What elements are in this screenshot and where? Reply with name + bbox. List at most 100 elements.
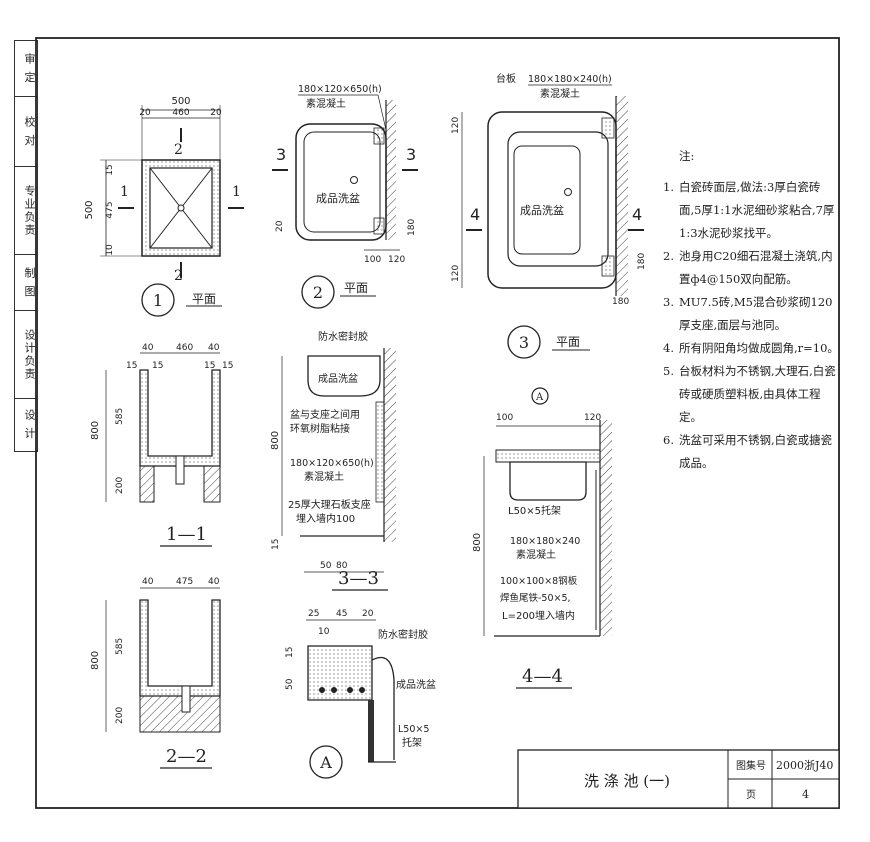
s22-dim-200: 200 [115,707,125,724]
dim-460: 460 [172,108,189,118]
v2-section-3-right: 3 [406,145,416,164]
note-item: 4.所有阴阳角均做成圆角,r=10。 [655,337,840,360]
view-2-caption: 平面 [344,281,368,295]
detA-dim-25: 25 [308,609,319,619]
v3-dim-180-bottom: 180 [612,297,629,307]
side-label-design: 设 计 [23,409,36,441]
v2-wall [386,100,396,240]
detA-dim-45: 45 [336,609,347,619]
detA-note-angle: L50×5 [398,724,429,735]
s11-dim-200: 200 [115,477,125,494]
section-mark-2-top: 2 [174,142,183,158]
s11-title: 1—1 [166,524,207,545]
s44-note-fishtail: 焊鱼尾铁-50×5, [500,592,571,604]
atlas-label: 图集号 [736,759,766,772]
s11-dim-15-b: 15 [152,361,163,371]
s11-dim-585: 585 [115,408,125,425]
note-text: 池身用C20细石混凝土浇筑,内置ф4@150双向配筋。 [679,249,833,286]
dim-20-right: 20 [210,108,222,118]
side-code-lead: 专业负责 [23,185,36,237]
s44-note-plate: 100×100×8钢板 [500,575,578,587]
view-3-number: 3 [519,333,529,352]
detA-note-bracket: 托架 [402,736,422,749]
v2-label-concrete: 素混凝土 [306,97,346,110]
s33-note-basin: 成品洗盆 [318,372,358,385]
v3-label-concrete: 素混凝土 [540,87,580,100]
s33-note-embed: 埋入墙内100 [296,512,355,525]
drawing-title: 洗 涤 池 (一) [584,772,670,790]
s33-note-sealant: 防水密封胶 [318,330,368,343]
plan-view-1: 500 20 460 20 500 15 475 10 1 1 2 2 1 平面 [84,96,244,317]
notes-panel: 注: 1.白瓷砖面层,做法:3厚白瓷砖面,5厚1:1水泥细砂浆粘合,7厚1:3水… [655,145,840,475]
section-1-1: 40 460 40 15 15 15 15 800 585 200 1—1 [90,343,233,547]
s11-dim-15-a: 15 [126,361,137,371]
dim-v-475: 475 [105,201,115,218]
view-1-circle [141,283,175,317]
s44-title: 4—4 [522,666,563,687]
s33-dim-800: 800 [270,431,281,450]
side-cell-draw: 制 图 [14,254,38,311]
note-number: 3. [663,295,674,309]
detail-a-label: A [319,753,332,772]
note-number: 4. [663,341,674,355]
note-number: 2. [663,249,674,263]
v3-counter [487,111,617,289]
s33-note-marble: 25厚大理石板支座 [288,498,371,511]
s33-dim-80: 80 [336,561,348,571]
plan-view-2: 180×120×650(h) 素混凝土 成品洗盆 3 3 20 100 120 … [272,84,418,309]
s33-note-bond-2: 环氧树脂粘接 [290,422,350,435]
detA-dim-15: 15 [285,647,295,658]
s33-note-bond-1: 盆与支座之间用 [290,408,360,421]
s22-dim-40-left: 40 [142,577,154,587]
sheet-frame [35,37,840,809]
note-item: 1.白瓷砖面层,做法:3厚白瓷砖面,5厚1:1水泥细砂浆粘合,7厚1:3水泥砂浆… [655,176,840,245]
dim-500: 500 [171,96,190,107]
v2-dim-100: 100 [364,255,381,265]
s44-dim-800: 800 [472,533,483,552]
s33-note-block: 180×120×650(h) [290,458,374,469]
section-mark-1-left: 1 [120,184,129,200]
dim-v-10: 10 [105,244,115,256]
note-number: 5. [663,364,674,378]
plan-view-3: 台板 180×180×240(h) 素混凝土 成品洗盆 4 4 120 120 … [451,72,647,359]
v3-label-board: 台板 [496,72,516,85]
s33-note-concrete: 素混凝土 [304,470,344,483]
section-3-3: 防水密封胶 成品洗盆 盆与支座之间用 环氧树脂粘接 180×120×650(h)… [270,330,396,591]
s11-dim-15-c: 15 [204,361,215,371]
side-code-design-lead: 设计负责 [23,329,36,381]
v2-section-3-left: 3 [276,145,286,164]
atlas-number: 2000浙J40 [776,759,833,772]
v3-dim-120-bottom: 120 [451,265,461,282]
page-number: 4 [802,788,809,801]
view-3-caption: 平面 [556,335,580,349]
v2-basin-label: 成品洗盆 [316,191,360,205]
s44-note-embed: L=200埋入墙内 [502,609,575,622]
note-text: MU7.5砖,M5混合砂浆砌120厚支座,面层与池同。 [679,295,833,332]
v3-section-4-right: 4 [632,205,642,224]
side-cell-lead: 专业负责 [14,166,38,255]
note-item: 6.洗盆可采用不锈钢,白瓷或搪瓷成品。 [655,429,840,475]
v3-label-block: 180×180×240(h) [528,74,612,85]
dim-20-left: 20 [139,108,151,118]
v3-dim-180-right: 180 [637,253,647,270]
side-cell-approve: 审 定 [14,40,38,97]
side-code-approve: 审 定 [23,53,36,85]
page-label: 页 [746,789,756,801]
section-mark-2-bottom: 2 [174,268,183,284]
view-2-number: 2 [313,283,323,302]
dim-v-15: 15 [105,164,115,175]
side-cell-design: 设 计 [14,398,38,452]
s22-dim-800: 800 [90,651,101,670]
s22-dim-40-right: 40 [208,577,220,587]
s11-dim-15-d: 15 [222,361,233,371]
s11-dim-40-left: 40 [142,343,154,353]
note-item: 2. 池身用C20细石混凝土浇筑,内置ф4@150双向配筋。 [655,245,840,291]
note-number: 6. [663,433,674,447]
view-1-caption: 平面 [192,292,216,306]
s33-dim-50: 50 [320,561,332,571]
title-block: 洗 涤 池 (一) 图集号 2000浙J40 页 4 [517,749,840,809]
drain-hole [177,204,185,212]
s33-title: 3—3 [338,568,379,589]
s11-dim-40-right: 40 [208,343,220,353]
